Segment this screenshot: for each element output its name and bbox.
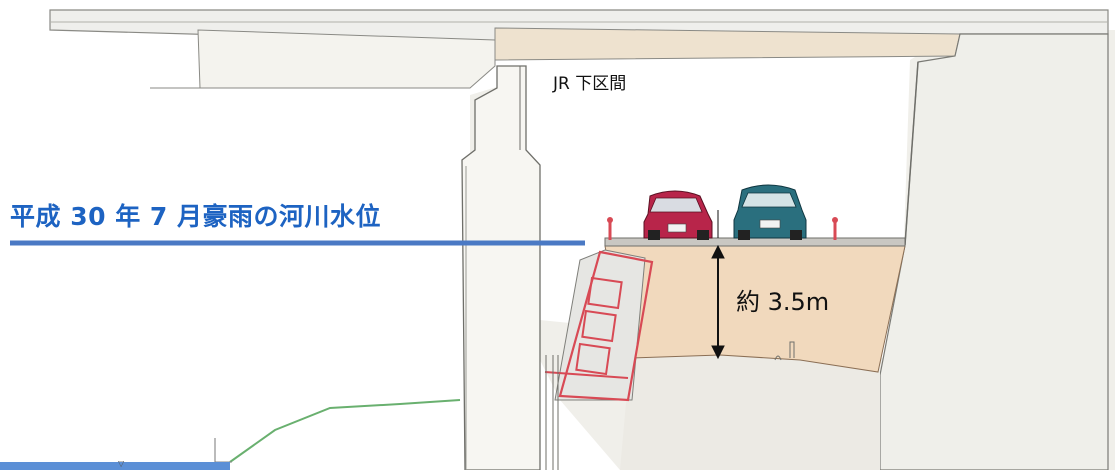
central-pier	[461, 65, 541, 470]
water-level-marker: ▽	[118, 459, 125, 468]
height-dimension-arrow	[711, 210, 725, 360]
right-wall-edge	[904, 61, 919, 246]
jr-section-label: JR 下区間	[553, 74, 627, 94]
left-abutment-block	[197, 29, 496, 89]
car-red-icon	[643, 190, 713, 240]
flood-water-level-label: 平成 30 年 7 月豪雨の河川水位	[10, 202, 382, 231]
lower-ground	[620, 355, 880, 470]
retaining-wall-base	[544, 371, 629, 379]
bridge-girder	[494, 27, 961, 61]
height-dimension-label: 約 3.5m	[736, 288, 830, 316]
retaining-wall-frame	[558, 250, 654, 402]
utility-lines	[545, 355, 559, 470]
river-water	[0, 462, 230, 470]
retaining-wall-cells	[575, 276, 623, 376]
car-teal-icon	[733, 184, 807, 240]
right-inclined-wall	[879, 33, 1109, 470]
grass-slope-line	[229, 399, 461, 463]
drainage-marks	[774, 341, 795, 361]
road-posts	[607, 217, 838, 240]
